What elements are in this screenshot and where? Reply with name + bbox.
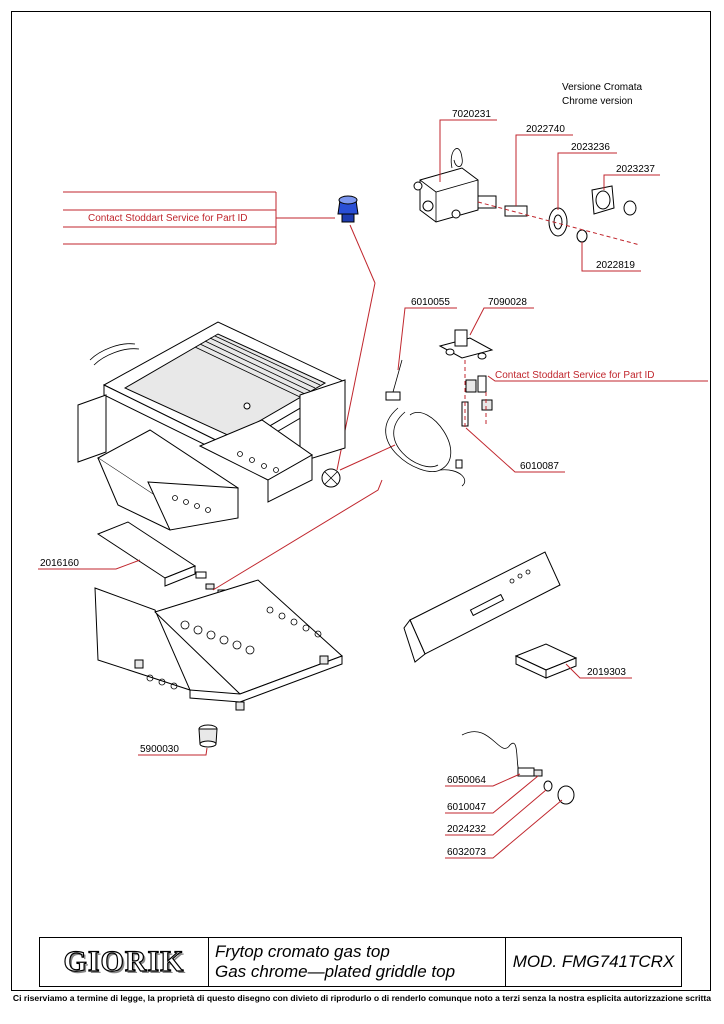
label-2019303: 2019303 — [565, 663, 632, 679]
svg-text:2022740: 2022740 — [526, 124, 565, 135]
version-label-en: Chrome version — [562, 96, 633, 107]
burner-valve-part — [321, 444, 396, 488]
foot-part — [198, 724, 218, 748]
thermocouple-group — [461, 731, 575, 805]
svg-text:Contact Stoddart Service for P: Contact Stoddart Service for Part ID — [495, 370, 655, 381]
svg-text:5900030: 5900030 — [140, 744, 179, 755]
label-6050064: 6050064 — [445, 773, 521, 787]
gas-valve-assembly — [413, 148, 641, 246]
label-7020231: 7020231 — [439, 109, 497, 182]
svg-text:2023236: 2023236 — [571, 142, 610, 153]
svg-text:6032073: 6032073 — [447, 847, 486, 858]
svg-text:6010047: 6010047 — [447, 802, 486, 813]
label-2024232: 2024232 — [445, 789, 547, 836]
description-en: Gas chrome—plated griddle top — [215, 962, 456, 981]
description-cell: Frytop cromato gas top Gas chrome—plated… — [209, 938, 506, 986]
label-2023237: 2023237 — [603, 164, 660, 190]
svg-text:7090028: 7090028 — [488, 297, 527, 308]
model-number: MOD. FMG741TCRX — [512, 952, 675, 971]
title-block: GIORIK Frytop cromato gas top Gas chrome… — [39, 937, 682, 987]
label-6032073: 6032073 — [445, 799, 563, 859]
front-panel — [403, 551, 561, 663]
label-2023236: 2023236 — [557, 142, 617, 210]
model-cell: MOD. FMG741TCRX — [506, 938, 681, 986]
svg-text:2019303: 2019303 — [587, 667, 626, 678]
label-7090028: 7090028 — [469, 297, 534, 336]
description-it: Frytop cromato gas top — [215, 942, 390, 961]
label-2022819: 2022819 — [581, 242, 641, 272]
label-2022740: 2022740 — [515, 124, 573, 206]
label-2016160: 2016160 — [38, 558, 141, 570]
version-label-it: Versione Cromata — [562, 82, 642, 93]
contact-notice-text-left: Contact Stoddart Service for Part ID — [88, 213, 248, 224]
label-6010055: 6010055 — [397, 297, 457, 371]
svg-text:2022819: 2022819 — [596, 260, 635, 271]
drawing-frame — [11, 11, 711, 991]
svg-text:6010055: 6010055 — [411, 297, 450, 308]
drip-tray — [514, 643, 578, 679]
svg-text:2023237: 2023237 — [616, 164, 655, 175]
contact-notice-right: Contact Stoddart Service for Part ID — [487, 370, 708, 382]
svg-text:6050064: 6050064 — [447, 775, 486, 786]
griddle-assembly — [77, 321, 347, 531]
svg-text:6010087: 6010087 — [520, 461, 559, 472]
giorik-logo: GIORIK — [63, 944, 185, 978]
logo-cell: GIORIK — [40, 938, 209, 986]
svg-text:2016160: 2016160 — [40, 558, 79, 569]
base-frame — [94, 579, 343, 711]
pilot-burner-group — [385, 329, 494, 487]
label-6010047: 6010047 — [445, 775, 539, 814]
svg-text:7020231: 7020231 — [452, 109, 491, 120]
copyright-footer: Ci riserviamo a termine di legge, la pro… — [12, 993, 712, 1003]
label-6010087: 6010087 — [465, 427, 565, 473]
contact-notice-left: Contact Stoddart Service for Part ID — [63, 191, 335, 245]
svg-text:2024232: 2024232 — [447, 824, 486, 835]
label-5900030: 5900030 — [138, 744, 208, 756]
